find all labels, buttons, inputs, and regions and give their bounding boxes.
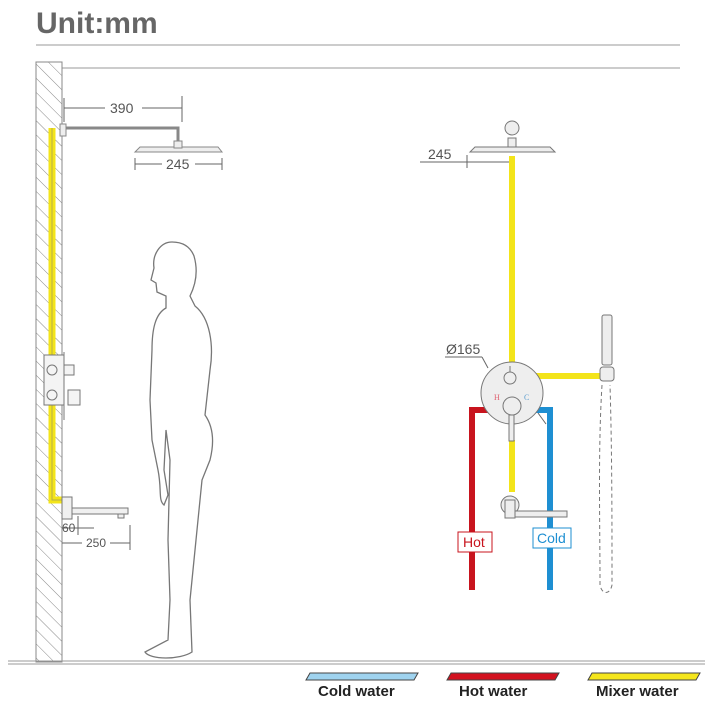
dim-spout-height: 250 — [86, 536, 106, 550]
legend-swatch-hot — [446, 672, 560, 681]
right-dimension — [420, 155, 510, 168]
valve-cold-mark: C — [524, 393, 529, 402]
legend-cold: Cold water — [318, 683, 395, 700]
dim-valve-diameter: Ø165 — [446, 341, 480, 357]
cold-pipe-label: Cold — [537, 530, 566, 546]
legend-swatch-mixer — [587, 672, 701, 681]
floor — [8, 660, 705, 665]
right-shower-head — [468, 120, 557, 153]
left-spout — [61, 496, 129, 520]
cold-pipe — [534, 407, 553, 590]
hand-shower — [599, 314, 615, 593]
legend-mixer: Mixer water — [596, 683, 679, 700]
unit-title: Unit:mm — [36, 7, 158, 40]
left-valve — [43, 352, 81, 420]
legend: Cold water Hot water Mixer water — [305, 672, 701, 700]
dim-spout-depth: 60 — [62, 521, 76, 535]
ceiling — [36, 44, 680, 69]
hot-pipe — [469, 407, 490, 590]
dim-head-right: 245 — [428, 146, 452, 162]
valve-hot-mark: H — [494, 393, 500, 402]
dim-head-left: 245 — [166, 156, 190, 172]
left-dimensions — [62, 96, 223, 550]
human-figure — [144, 241, 214, 659]
legend-hot: Hot water — [459, 683, 528, 700]
mixing-valve — [480, 361, 544, 442]
hot-pipe-label: Hot — [463, 534, 485, 550]
right-spout — [500, 495, 568, 519]
left-shower-arm — [59, 123, 224, 153]
dim-arm-length: 390 — [110, 100, 134, 116]
legend-swatch-cold — [305, 672, 419, 681]
